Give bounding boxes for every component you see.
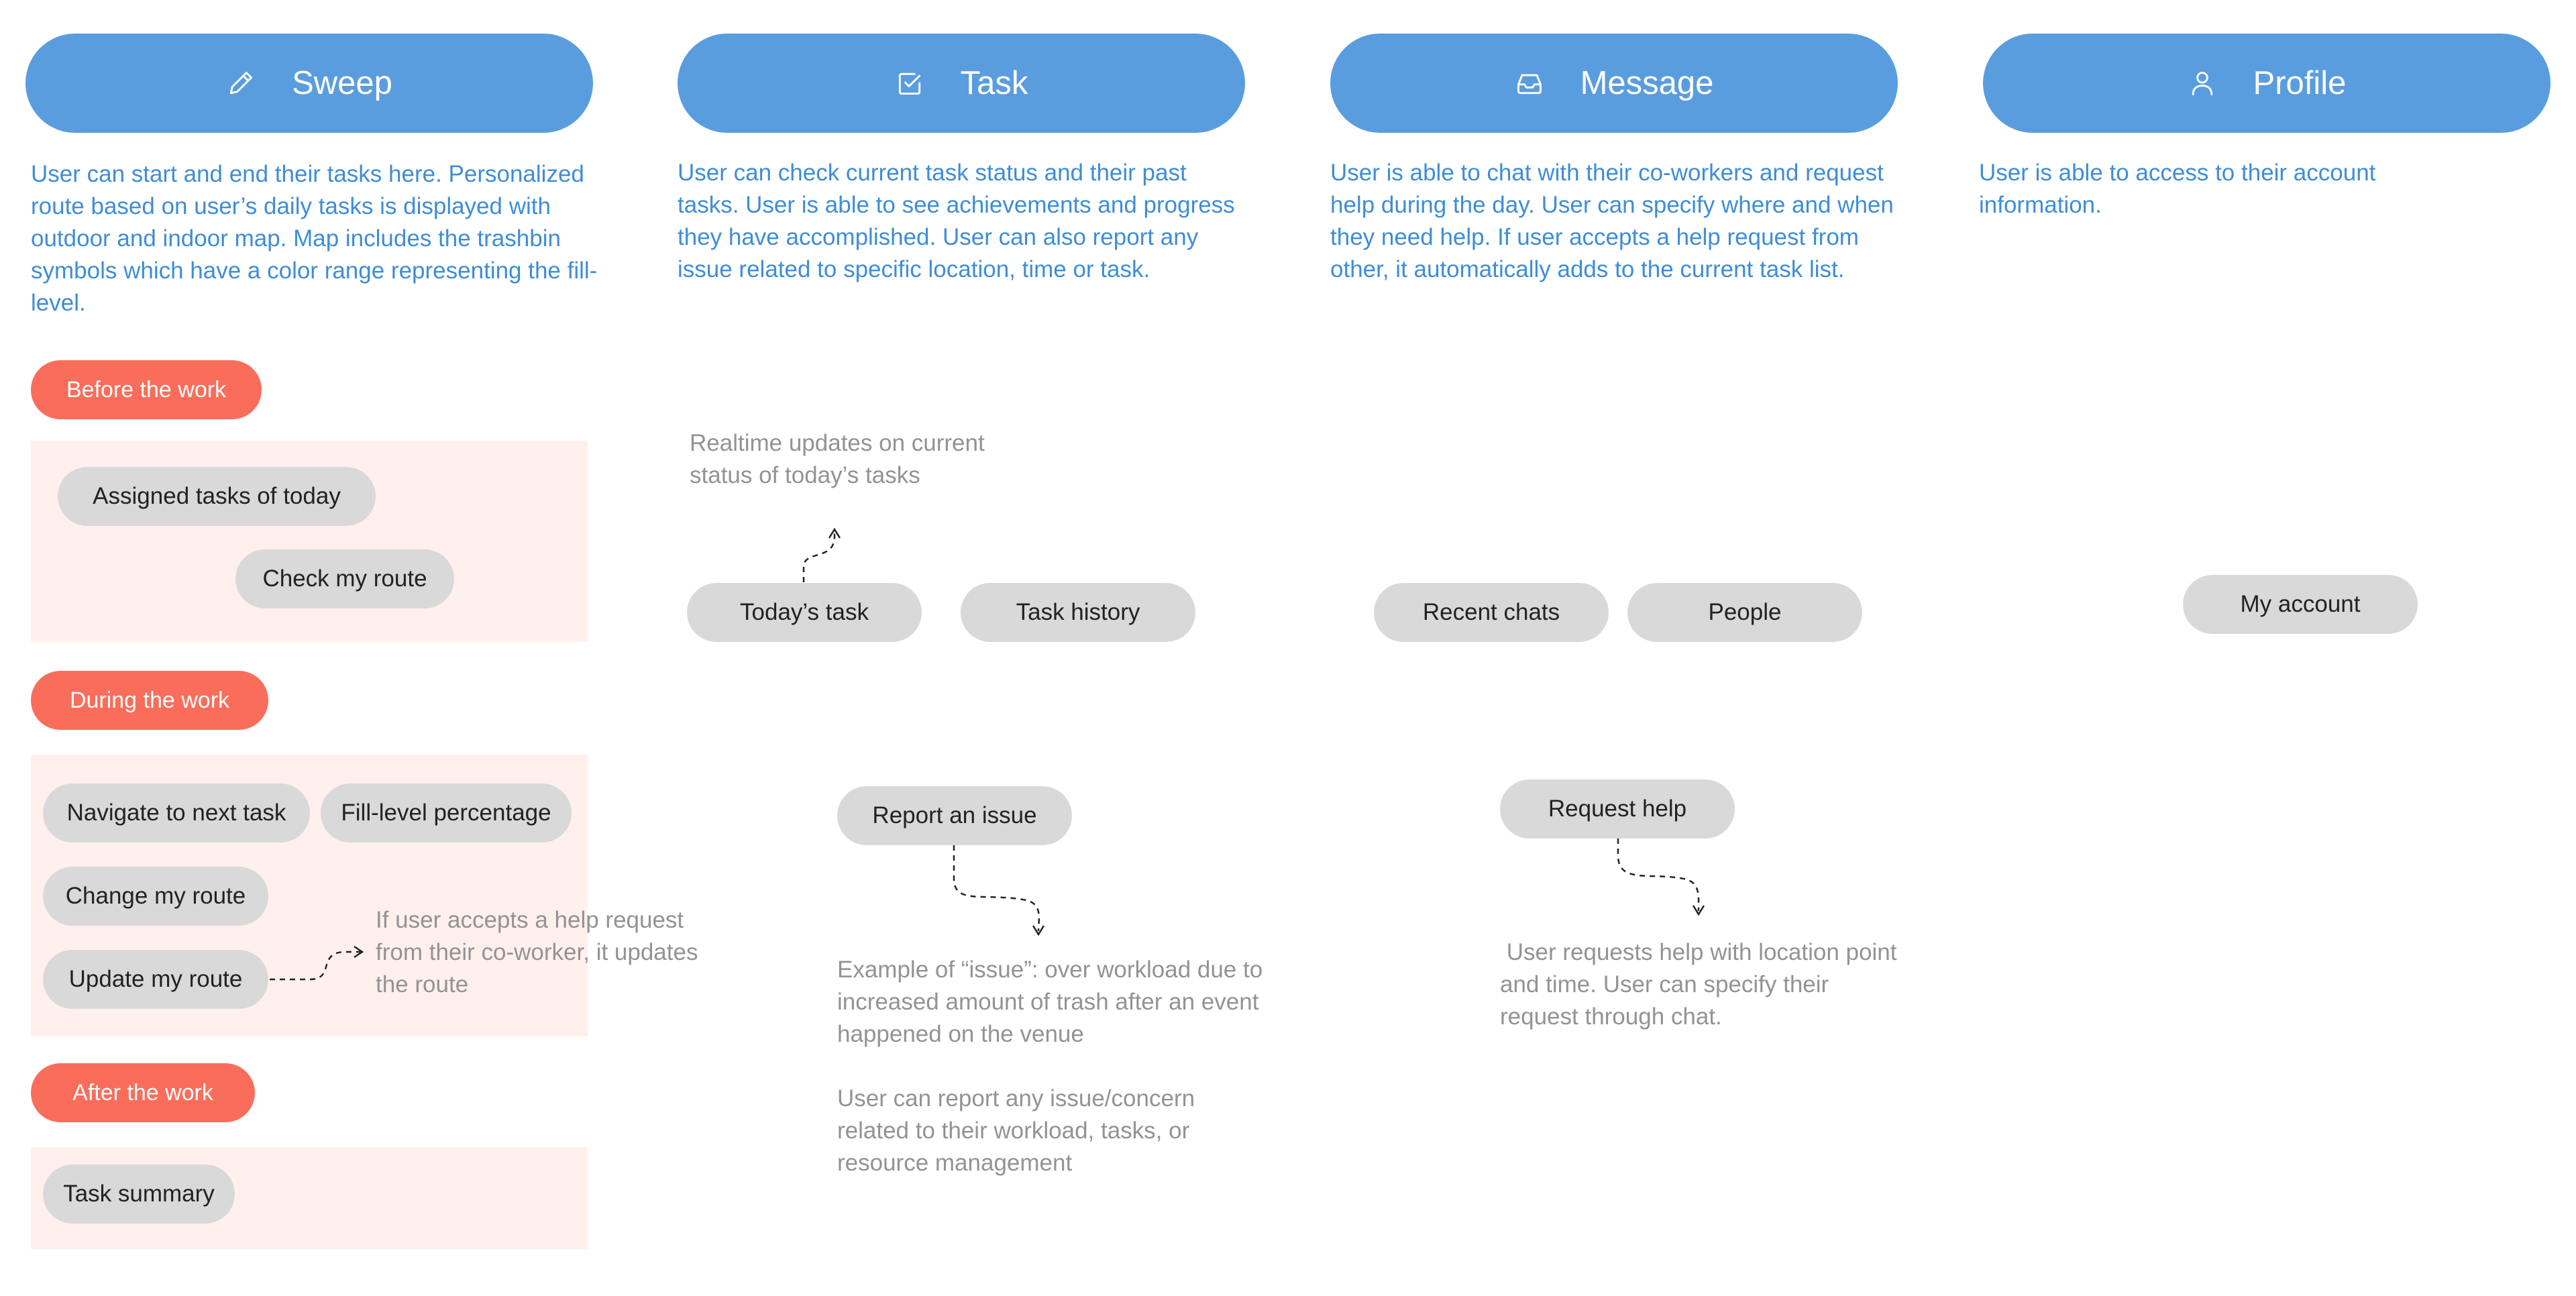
nav-sweep[interactable]: Sweep (25, 34, 593, 133)
issue-spacer (837, 1050, 1267, 1083)
message-description: User is able to chat with their co-worke… (1330, 160, 1894, 282)
recent-chats-chip[interactable]: Recent chats (1374, 583, 1609, 642)
todays-task-chip[interactable]: Today’s task (687, 583, 922, 642)
sweep-description: User can start and end their tasks here.… (31, 161, 598, 316)
nav-task[interactable]: Task (678, 34, 1245, 133)
request-help-arrow-head (1692, 905, 1705, 916)
task-summary-chip[interactable]: Task summary (43, 1165, 235, 1224)
task-description: User can check current task status and t… (678, 160, 1235, 282)
issue-notes: Example of “issue”: over workload due to… (837, 954, 1267, 1179)
before-work-tag: Before the work (31, 360, 262, 419)
report-issue-arrow-line (953, 845, 1040, 932)
nav-profile-label: Profile (2253, 65, 2347, 101)
after-work-tag: After the work (31, 1063, 255, 1122)
nav-message-label: Message (1580, 65, 1714, 101)
todays-task-arrow-head (828, 527, 841, 539)
people-chip[interactable]: People (1627, 583, 1862, 642)
pencil-icon (229, 71, 253, 95)
fill-level-chip[interactable]: Fill-level percentage (321, 784, 572, 843)
navigate-next-task-chip[interactable]: Navigate to next task (43, 784, 310, 843)
issue-example-note: Example of “issue”: over workload due to… (837, 957, 1263, 1047)
request-help-arrow-line (1617, 839, 1700, 912)
check-route-chip[interactable]: Check my route (235, 549, 454, 608)
request-help-chip[interactable]: Request help (1500, 779, 1735, 839)
update-route-note: If user accepts a help request from thei… (376, 907, 698, 997)
nav-profile[interactable]: Profile (1983, 34, 2551, 133)
update-route-chip[interactable]: Update my route (43, 950, 268, 1009)
report-issue-arrow-head (1032, 925, 1045, 936)
my-account-chip[interactable]: My account (2183, 575, 2418, 634)
task-history-chip[interactable]: Task history (961, 583, 1195, 642)
nav-message[interactable]: Message (1330, 34, 1898, 133)
issue-report-note: User can report any issue/concern relate… (837, 1085, 1195, 1176)
user-icon (2192, 71, 2212, 95)
during-work-tag: During the work (31, 671, 268, 730)
inbox-icon (1517, 74, 1542, 95)
nav-sweep-label: Sweep (292, 65, 392, 101)
assigned-tasks-chip[interactable]: Assigned tasks of today (58, 467, 376, 526)
nav-task-label: Task (960, 65, 1028, 101)
checkbox-icon (898, 72, 920, 95)
todays-task-arrow-line (802, 531, 836, 582)
change-route-chip[interactable]: Change my route (43, 867, 268, 926)
profile-description: User is able to access to their account … (1979, 160, 2376, 218)
realtime-updates-note: Realtime updates on current status of to… (690, 430, 985, 488)
request-help-note: User requests help with location point a… (1500, 939, 1904, 1030)
report-issue-chip[interactable]: Report an issue (837, 786, 1072, 845)
